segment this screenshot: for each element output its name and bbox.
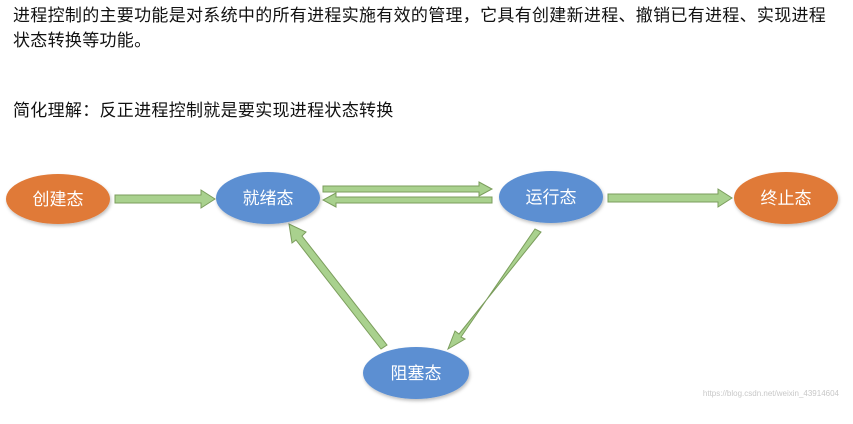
arrow-ready-to-running: [322, 181, 494, 197]
summary-text: 简化理解：反正进程控制就是要实现进程状态转换: [13, 101, 394, 121]
state-create: [6, 174, 110, 224]
intro-paragraph: 进程控制的主要功能是对系统中的所有进程实施有效的管理，它具有创建新进程、撤销已有…: [13, 6, 827, 51]
state-blocked-label: 阻塞态: [391, 364, 442, 384]
state-running-label: 运行态: [526, 188, 577, 208]
state-ready-label: 就绪态: [243, 189, 294, 209]
state-ready: [216, 172, 320, 224]
arrow-running-to-terminate: [607, 188, 733, 208]
state-terminate-label: 终止态: [761, 189, 812, 209]
state-create-label: 创建态: [33, 190, 84, 210]
state-terminate: [734, 172, 838, 224]
watermark: https://blog.csdn.net/weixin_43914604: [702, 389, 839, 398]
arrow-blocked-to-ready: [288, 223, 388, 350]
arrow-create-to-ready: [114, 189, 216, 209]
state-running: [499, 171, 603, 223]
arrow-running-to-ready: [321, 192, 493, 208]
state-blocked: [363, 347, 469, 399]
arrow-running-to-blocked: [447, 228, 542, 351]
